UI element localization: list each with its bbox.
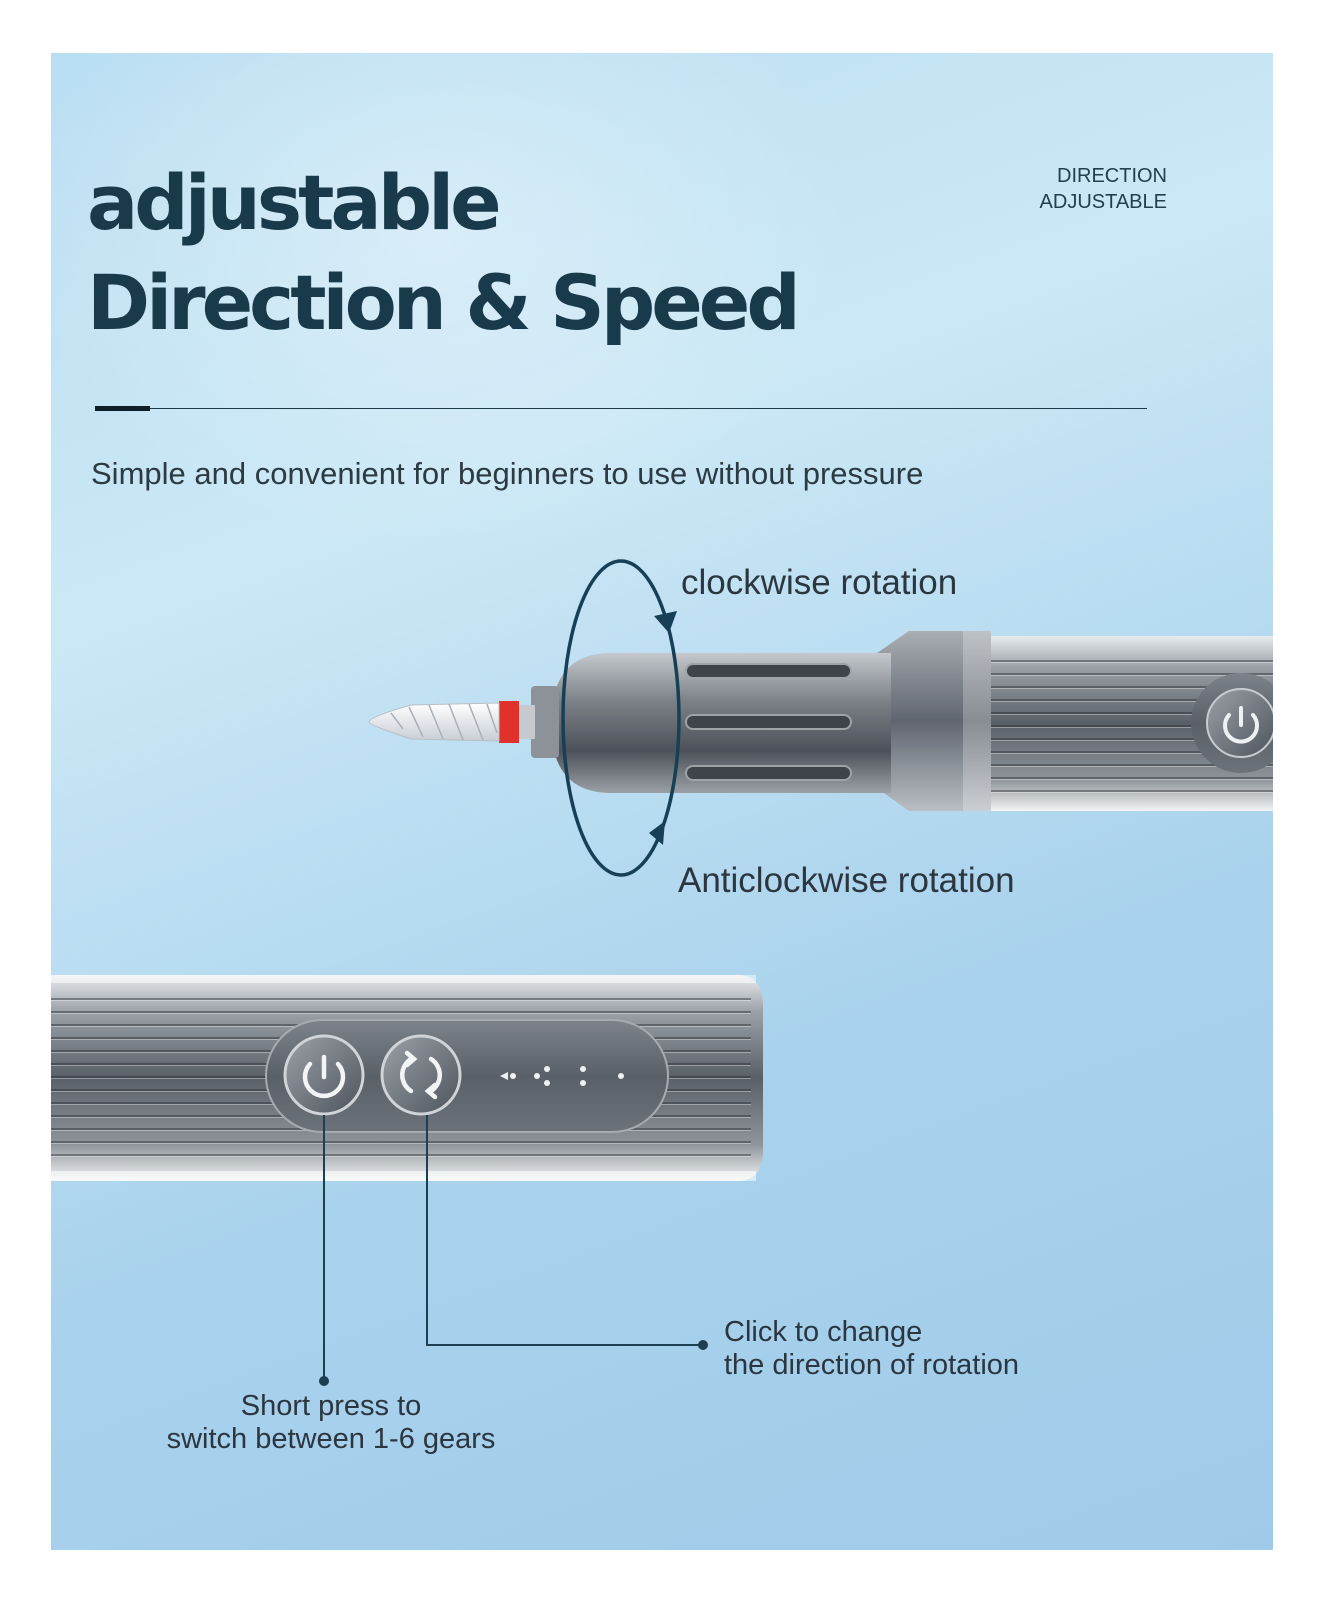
product-banner: adjustable Direction & Speed DIRECTION A… xyxy=(51,53,1273,1550)
direction-button[interactable] xyxy=(380,1034,462,1116)
direction-button-note: Click to change the direction of rotatio… xyxy=(724,1316,1019,1382)
clockwise-label: clockwise rotation xyxy=(681,563,958,602)
divider-line xyxy=(95,408,1147,409)
direction-callout-line xyxy=(426,1115,701,1346)
anticlockwise-arrow-head-icon xyxy=(649,821,665,845)
drill-handpiece xyxy=(368,631,1273,811)
power-note-line-2: switch between 1-6 gears xyxy=(166,1423,496,1455)
rotate-icon xyxy=(400,1050,442,1100)
corner-label-line-1: DIRECTION xyxy=(1057,165,1167,187)
anticlockwise-label: Anticlockwise rotation xyxy=(678,861,1015,900)
heading-line-2: Direction & Speed xyxy=(87,258,801,347)
subtitle: Simple and convenient for beginners to u… xyxy=(91,456,924,491)
rotation-arrows xyxy=(561,559,681,877)
corner-label-line-2: ADJUSTABLE xyxy=(1039,191,1167,213)
direction-callout-dot xyxy=(698,1340,708,1350)
speed-indicator-lights xyxy=(500,1066,624,1086)
drill-illustration xyxy=(51,559,1273,1386)
power-button[interactable] xyxy=(283,1034,365,1116)
direction-note-line-1: Click to change xyxy=(724,1316,923,1348)
power-button-note: Short press to switch between 1-6 gears xyxy=(131,1390,531,1456)
corner-label: DIRECTION ADJUSTABLE xyxy=(967,163,1167,215)
heading-line-1: adjustable xyxy=(87,158,502,247)
power-note-line-1: Short press to xyxy=(240,1390,422,1422)
power-callout-dot xyxy=(319,1376,329,1386)
direction-note-line-2: the direction of rotation xyxy=(724,1349,1020,1381)
clockwise-arrow-head-icon xyxy=(654,611,677,633)
power-icon xyxy=(302,1054,346,1099)
divider-accent xyxy=(95,406,150,411)
